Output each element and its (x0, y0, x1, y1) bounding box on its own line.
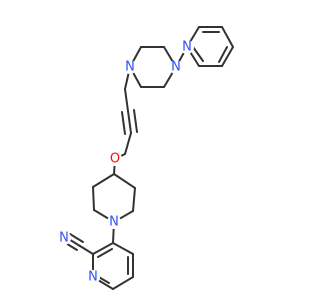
svg-text:N: N (182, 40, 192, 55)
svg-text:O: O (110, 152, 120, 167)
atom-n-piperazine-bottom: N (123, 60, 137, 75)
atom-n-piperidine: N (107, 215, 121, 230)
atom-n-piperazine-top: N (169, 60, 183, 75)
atom-n-nitrile: N (57, 231, 71, 246)
pyridine-ring-bottom (92, 242, 134, 290)
pyridine-ring-top (186, 26, 234, 67)
svg-text:N: N (125, 60, 135, 75)
svg-text:N: N (88, 270, 98, 285)
svg-text:N: N (59, 231, 69, 246)
atom-n-pyridine-top: N (180, 40, 194, 55)
atom-n-pyridine-bottom: N (86, 270, 100, 285)
svg-text:N: N (109, 215, 119, 230)
molecule-structure: N N N O N N N (57, 26, 234, 290)
atom-o-ether: O (108, 152, 122, 167)
svg-text:N: N (171, 60, 181, 75)
butynyl-chain (114, 66, 138, 160)
